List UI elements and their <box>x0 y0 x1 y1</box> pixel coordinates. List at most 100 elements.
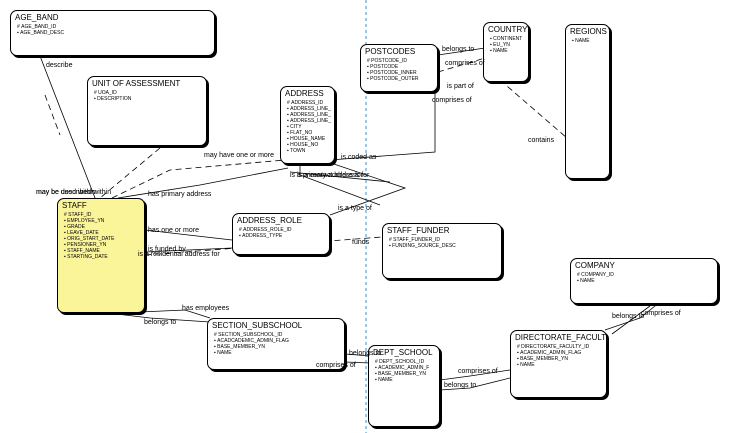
entity-title: ADDRESS <box>285 89 324 98</box>
entity-attribute: STARTING_DATE <box>62 254 140 260</box>
rel-line-ageband-staff-dash[interactable] <box>44 94 61 136</box>
entity-title: COMPANY <box>575 261 615 270</box>
entity-attribute: NAME <box>515 362 602 368</box>
entity-attribute: NAME <box>373 377 435 383</box>
entity-address[interactable]: ADDRESS ADDRESS_ID ADDRESS_LINE_ ADDRESS… <box>280 86 335 164</box>
entity-attribute: COMPANY_ID <box>575 272 713 278</box>
rel-label-is-a-contact-address-for: is a contact address for <box>297 172 370 179</box>
rel-label-comprises-of-postcodes: comprises of <box>445 60 485 67</box>
entity-attribute: SECTION_SUBSCHOOL_ID <box>212 332 340 338</box>
entity-title: STAFF <box>62 201 87 210</box>
entity-attribute: TOWN <box>285 148 330 154</box>
entity-title: UNIT OF ASSESSMENT <box>92 79 181 88</box>
entity-staff[interactable]: STAFF STAFF_ID EMPLOYEE_YN GRADE LEAVE_D… <box>57 198 145 313</box>
rel-label-may-be-described-within: may be described within <box>36 189 112 196</box>
rel-line-country-regions[interactable] <box>499 79 568 139</box>
entity-attribute: ADDRESS_LINE_ <box>285 118 331 124</box>
entity-attribute: POSTCODE_OUTER <box>365 76 433 82</box>
rel-line-address-postcodes[interactable] <box>329 92 436 161</box>
rel-line-country-postcodes[interactable] <box>437 57 486 73</box>
entity-attribute: AGE_BAND_ID <box>15 24 210 30</box>
entity-attribute: ADDRESS_ID <box>285 100 330 106</box>
entity-attribute: DEPT_SCHOOL_ID <box>373 359 435 365</box>
rel-line-directorate-company[interactable] <box>604 301 661 331</box>
entity-attribute: STAFF_FUNDER_ID <box>387 237 497 243</box>
entity-attribute: HOUSE_NO <box>285 142 330 148</box>
entity-attribute: STAFF_ID <box>62 212 140 218</box>
entity-attribute: AGE_BAND_DESC <box>15 30 210 36</box>
entity-attribute: HOUSE_NAME <box>285 136 330 142</box>
entity-title: AGE_BAND <box>15 13 59 22</box>
entity-attribute: FLAT_NO <box>285 130 330 136</box>
entity-title: ADDRESS_ROLE <box>237 216 302 225</box>
rel-line-section-dept[interactable] <box>344 353 371 357</box>
rel-line-dept-section[interactable] <box>344 361 371 364</box>
rel-label-describe: describe <box>46 62 73 69</box>
entity-attribute: EU_YN <box>488 42 524 48</box>
entity-attribute: ORIG_START_DATE <box>62 236 140 242</box>
rel-line-staff-funder-b[interactable] <box>144 247 233 253</box>
rel-label-has-one-or-more: has one or more <box>148 227 199 234</box>
rel-line-directorate-dept[interactable] <box>439 369 511 381</box>
entity-attribute: ACADEMIC_ADMIN_FLAG <box>515 350 602 356</box>
rel-line-ageband-staff[interactable] <box>39 55 96 199</box>
entity-title: DEPT_SCHOOL <box>373 348 433 357</box>
rel-line-address-addrrole-b[interactable] <box>299 165 381 206</box>
rel-label-comprises-of-directorate: comprises of <box>458 368 498 375</box>
entity-staff-funder[interactable]: STAFF_FUNDER STAFF_FUNDER_ID FUNDING_SOU… <box>382 223 502 279</box>
rel-label-is-a-primary-address-for: is a primary address for <box>290 172 364 179</box>
entity-attribute: DIRECTORATE_FACULTY_ID <box>515 344 602 350</box>
rel-line-dept-directorate[interactable] <box>439 377 511 391</box>
rel-label-has-primary-address: has primary address <box>148 191 212 198</box>
entity-attribute: BASE_MEMBER_YN <box>515 356 602 362</box>
rel-line-company-directorate[interactable] <box>611 305 651 335</box>
entity-attribute: DESCRIPTION <box>92 96 202 102</box>
rel-line-staff-section[interactable] <box>99 311 211 323</box>
entity-attribute: UOA_ID <box>92 90 202 96</box>
entity-attribute: NAME <box>488 48 524 54</box>
rel-line-staff-address-primary[interactable] <box>117 167 289 199</box>
rel-line-postcodes-country[interactable] <box>437 47 486 56</box>
entity-attribute: ADDRESS_ROLE_ID <box>237 227 325 233</box>
entity-attribute: POSTCODE_ID <box>365 58 433 64</box>
rel-line-section-staff[interactable] <box>139 309 211 319</box>
rel-label-comprises-of-company: comprises of <box>641 310 681 317</box>
rel-label-is-part-of: is part of <box>447 83 474 90</box>
entity-attribute: BASE_MEMBER_YN <box>373 371 435 377</box>
entity-title: STAFF_FUNDER <box>387 226 450 235</box>
rel-label-has-employees: has employees <box>182 305 230 312</box>
entity-attribute: POSTCODE_INNER <box>365 70 433 76</box>
entity-country[interactable]: COUNTRY CONTINENT EU_YN NAME <box>483 22 529 82</box>
rel-label-contains: contains <box>528 137 555 144</box>
entity-title: COUNTRY <box>488 25 528 34</box>
rel-label-may-have-one-or-more: may have one or more <box>204 152 275 159</box>
rel-label-may-be-used-within: may be used within <box>36 189 96 196</box>
entity-dept-school[interactable]: DEPT_SCHOOL DEPT_SCHOOL_ID ACADEMIC_ADMI… <box>368 345 440 427</box>
entity-directorate-faculty[interactable]: DIRECTORATE_FACULT DIRECTORATE_FACULTY_I… <box>510 330 607 398</box>
entity-unit-of-assessment[interactable]: UNIT OF ASSESSMENT UOA_ID DESCRIPTION <box>87 76 207 146</box>
entity-attribute: CITY <box>285 124 330 130</box>
entity-regions[interactable]: REGIONS NAME <box>565 24 610 179</box>
rel-label-is-residential-address-for: is a residential address for <box>138 251 220 258</box>
entity-section-subschool[interactable]: SECTION_SUBSCHOOL SECTION_SUBSCHOOL_ID A… <box>207 318 345 370</box>
rel-line-address-addrrole-c[interactable] <box>289 171 391 183</box>
rel-line-uoa-staff[interactable] <box>99 147 161 199</box>
entity-attribute: ACADCADEMIC_ADMIN_FLAG <box>212 338 340 344</box>
entity-address-role[interactable]: ADDRESS_ROLE ADDRESS_ROLE_ID ADDRESS_TYP… <box>232 213 330 255</box>
rel-label-is-funded-by: is funded by <box>148 246 186 253</box>
entity-attribute: FUNDING_SOURCE_DESC <box>387 243 497 249</box>
rel-line-address-addrrole-a[interactable] <box>321 159 407 216</box>
entity-attribute: LEAVE_DATE <box>62 230 140 236</box>
entity-attribute: POSTCODE <box>365 64 433 70</box>
entity-postcodes[interactable]: POSTCODES POSTCODE_ID POSTCODE POSTCODE_… <box>360 44 438 92</box>
rel-label-belongs-to-dept: belongs to <box>444 382 477 389</box>
rel-label-belongs-to-postcodes: belongs to <box>442 46 475 53</box>
rel-label-comprises-of-dept: comprises of <box>316 362 356 369</box>
rel-line-staff-address-may[interactable] <box>111 159 286 199</box>
entity-title: REGIONS <box>570 27 607 36</box>
entity-company[interactable]: COMPANY COMPANY_ID NAME <box>570 258 718 304</box>
rel-label-is-a-type-of: is a type of <box>338 205 372 212</box>
entity-age-band[interactable]: AGE_BAND AGE_BAND_ID AGE_BAND_DESC <box>10 10 215 56</box>
rel-line-staff-addrrole[interactable] <box>144 229 233 241</box>
rel-label-belongs-to-staff: belongs to <box>144 319 177 326</box>
